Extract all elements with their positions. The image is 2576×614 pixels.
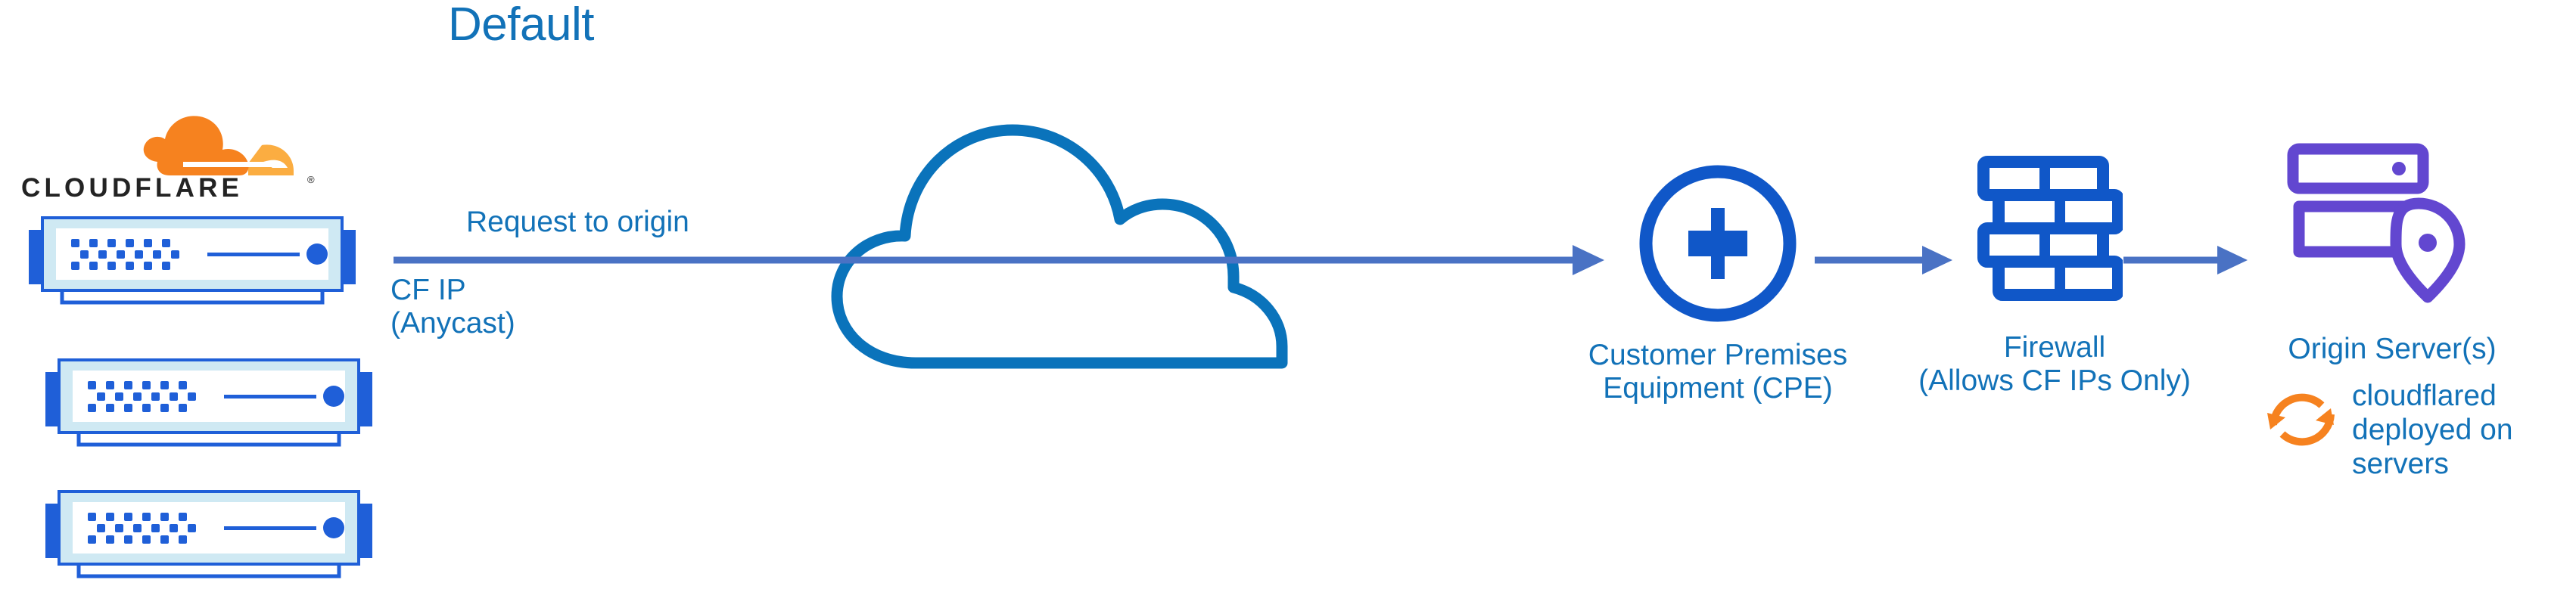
server-rack-icon [29,216,356,305]
cloudflare-edge-server-2 [42,355,375,449]
page-title: Default [448,0,594,51]
server-rack-icon [45,358,372,447]
server-rack-icon [45,490,372,578]
cloudflare-cloud-logo-icon [143,116,294,175]
arrow-cloudflare-to-cpe [394,245,1604,275]
cloudflare-edge-server-3 [42,487,375,581]
cloudflare-wordmark: CLOUDFLARE [21,173,243,201]
cf-ip-anycast-label: CF IP (Anycast) [390,274,515,340]
registered-trademark-mark: ® [307,174,315,185]
cloudflare-logo: CLOUDFLARE ® [21,104,324,201]
origin-server-label: Origin Server(s) [2288,333,2497,365]
internet-cloud-icon [825,106,1294,378]
sync-arrows-icon [2263,383,2341,455]
arrow-cpe-to-firewall [1815,245,1952,275]
arrow-firewall-to-origin [2123,245,2248,275]
brick-wall-icon [1964,151,2123,302]
router-four-arrows-icon [1635,160,1801,327]
firewall-label: Firewall (Allows CF IPs Only) [1918,331,2191,398]
request-to-origin-label: Request to origin [466,206,689,238]
server-rack-location-pin-icon [2285,140,2482,306]
cloudflared-note-text: cloudflared deployed on servers [2352,380,2513,480]
cloudflare-edge-server-1 [26,213,359,307]
cpe-label: Customer Premises Equipment (CPE) [1588,339,1848,405]
cloudflared-annotation: cloudflared deployed on servers [2263,380,2573,523]
